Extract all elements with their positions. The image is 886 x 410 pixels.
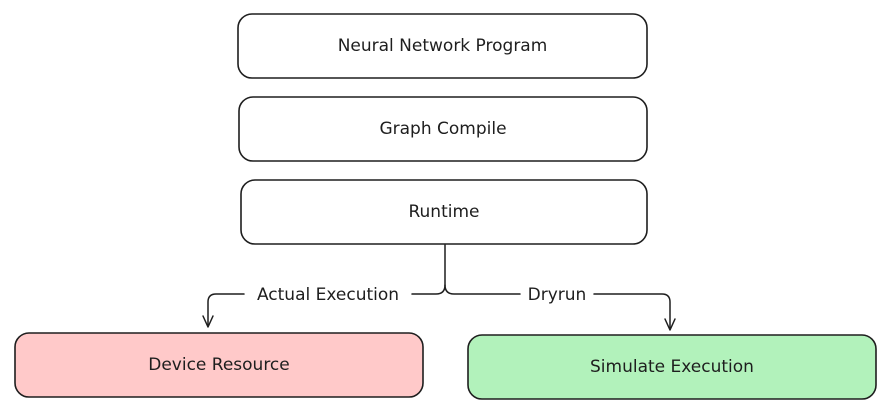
edge-label-actual: Actual Execution (257, 285, 399, 305)
node-label-runtime: Runtime (408, 202, 479, 222)
arrowhead-device-icon (202, 315, 214, 328)
node-label-program: Neural Network Program (338, 36, 548, 56)
edge-line-dryrun-right (593, 293, 671, 330)
edge-label-dryrun: Dryrun (528, 285, 587, 305)
runtime-connector (411, 244, 521, 295)
node-device-resource: Device Resource (14, 332, 424, 398)
runtime-branch-curve (444, 284, 521, 295)
node-box-runtime (240, 179, 648, 245)
node-label-compile: Graph Compile (379, 119, 506, 139)
node-box-device (14, 332, 424, 398)
node-runtime: Runtime (240, 179, 648, 245)
edge-line-actual-left (207, 293, 245, 327)
edge-dryrun: Dryrun (528, 285, 676, 331)
node-graph-compile: Graph Compile (238, 96, 648, 162)
node-box-program (237, 13, 648, 79)
node-label-device: Device Resource (148, 355, 290, 375)
node-label-simulate: Simulate Execution (590, 357, 754, 377)
arrowhead-simulate-icon (664, 318, 676, 331)
edge-actual-execution: Actual Execution (202, 285, 399, 328)
runtime-stem-line (411, 244, 446, 295)
node-neural-network-program: Neural Network Program (237, 13, 648, 79)
node-box-simulate (467, 334, 877, 400)
node-simulate-execution: Simulate Execution (467, 334, 877, 400)
node-box-compile (238, 96, 648, 162)
